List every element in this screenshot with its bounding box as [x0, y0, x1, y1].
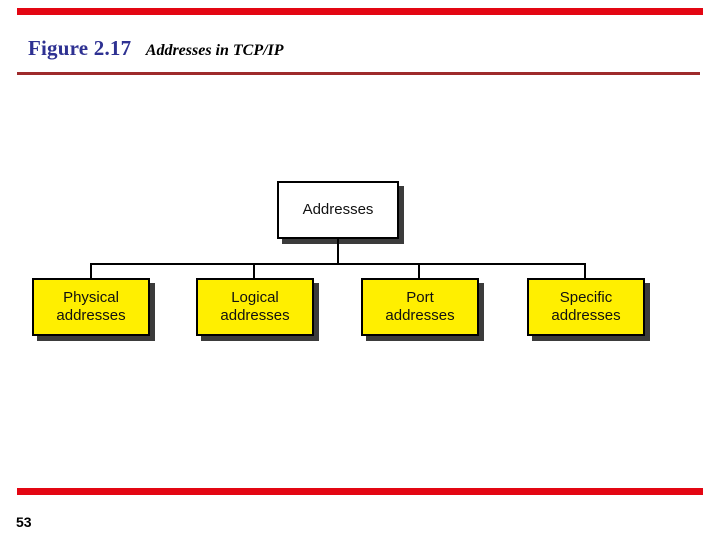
bottom-accent-rule — [17, 488, 703, 495]
node-port-addresses: Port addresses — [361, 278, 479, 336]
figure-number: Figure 2.17 — [28, 36, 132, 60]
node-logical-addresses: Logical addresses — [196, 278, 314, 336]
connector-drop-3 — [418, 263, 420, 280]
node-port-addresses-label: Port addresses — [385, 289, 455, 324]
page-number: 53 — [16, 514, 32, 530]
connector-drop-1 — [90, 263, 92, 280]
figure-caption: Addresses in TCP/IP — [145, 42, 284, 59]
node-physical-addresses: Physical addresses — [32, 278, 150, 336]
figure-title: Figure 2.17 Addresses in TCP/IP — [28, 36, 284, 61]
node-addresses: Addresses — [277, 181, 399, 239]
node-specific-addresses: Specific addresses — [527, 278, 645, 336]
node-physical-addresses-label: Physical addresses — [56, 289, 126, 324]
connector-drop-4 — [584, 263, 586, 280]
top-accent-rule — [17, 8, 703, 15]
node-addresses-label: Addresses — [302, 201, 374, 219]
connector-bus — [90, 263, 586, 265]
title-underline-rule — [17, 72, 700, 75]
node-specific-addresses-label: Specific addresses — [551, 289, 621, 324]
node-logical-addresses-label: Logical addresses — [220, 289, 290, 324]
connector-stem — [337, 239, 339, 265]
connector-drop-2 — [253, 263, 255, 280]
